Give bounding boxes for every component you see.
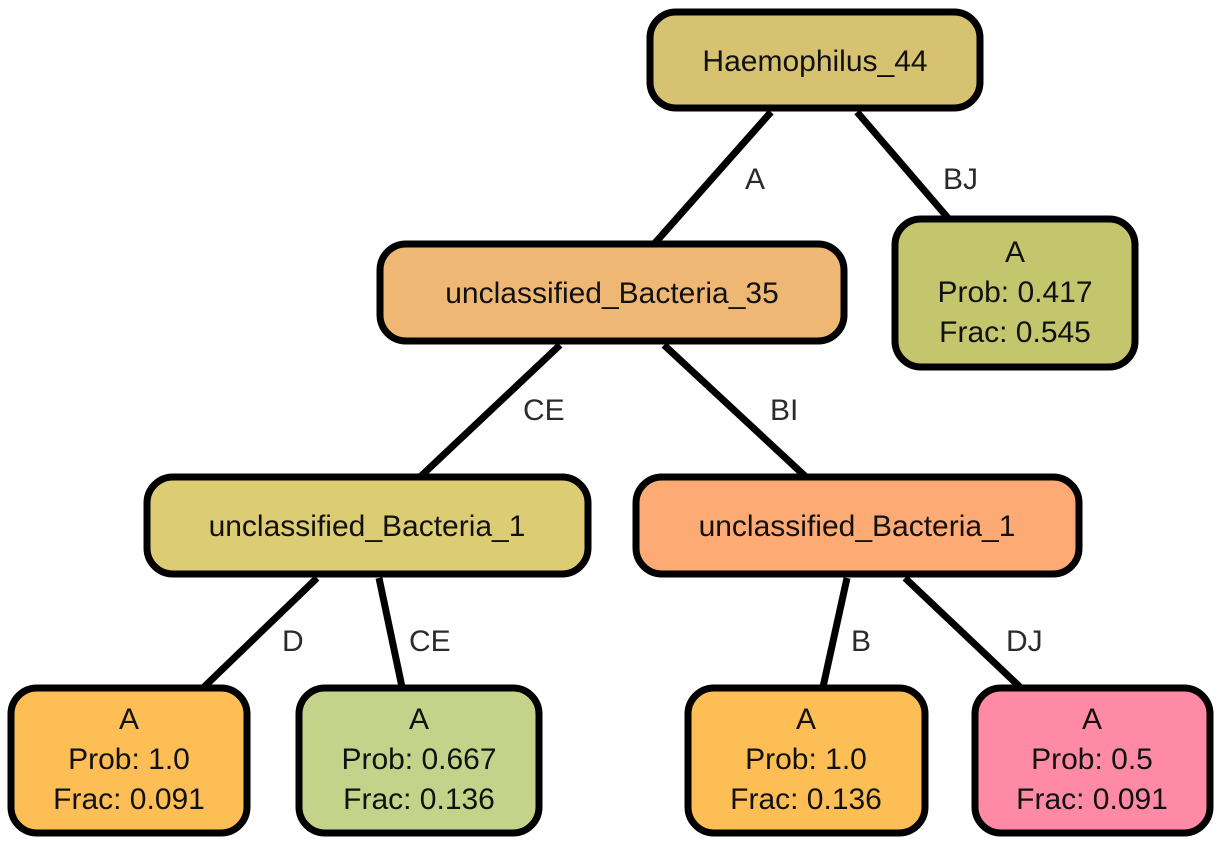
leaf-frac: Frac: 0.545	[939, 316, 1091, 349]
leaf-box	[7, 684, 251, 837]
leaf-prob: Prob: 0.667	[341, 743, 496, 776]
edge-n1b-to-leaf-b	[819, 577, 851, 688]
node-label: unclassified_Bacteria_35	[445, 277, 779, 310]
edges	[201, 109, 1023, 690]
node-root: Haemophilus_44	[646, 8, 984, 112]
node-label: unclassified_Bacteria_1	[209, 510, 526, 543]
leaf-node-dj: A Prob: 0.5 Frac: 0.091	[971, 684, 1214, 837]
leaf-prob: Prob: 0.417	[937, 276, 1092, 309]
node-box	[143, 473, 592, 578]
edge-label-dj: DJ	[1006, 625, 1043, 658]
edge-labels: A BJ CE BI D CE B DJ	[282, 163, 1043, 658]
leaf-class: A	[409, 703, 429, 736]
node-box	[376, 240, 848, 345]
leaf-box	[684, 684, 929, 837]
edge-label-b: B	[851, 625, 871, 658]
node-unclassified-bacteria-35: unclassified_Bacteria_35	[376, 240, 848, 345]
leaf-box	[971, 684, 1214, 837]
edge-n1a-to-leaf-d	[201, 575, 320, 690]
leaf-frac: Frac: 0.136	[343, 783, 495, 816]
leaf-node-bj: A Prob: 0.417 Frac: 0.545	[891, 215, 1139, 371]
edge-n1a-to-leaf-ce	[375, 577, 406, 688]
leaf-class: A	[796, 703, 816, 736]
node-label: Haemophilus_44	[702, 45, 927, 78]
leaf-class: A	[1082, 703, 1102, 736]
edge-root-to-n35	[652, 109, 774, 246]
node-unclassified-bacteria-1-right: unclassified_Bacteria_1	[632, 473, 1083, 578]
edge-root-to-leaf-bj	[854, 109, 951, 221]
leaf-frac: Frac: 0.091	[1016, 783, 1168, 816]
edge-label-d: D	[282, 625, 304, 658]
leaf-prob: Prob: 1.0	[68, 743, 190, 776]
leaf-frac: Frac: 0.091	[53, 783, 205, 816]
edge-label-ce: CE	[523, 394, 565, 427]
leaf-class: A	[1005, 236, 1025, 269]
node-label: unclassified_Bacteria_1	[699, 510, 1016, 543]
edge-label-bi: BI	[770, 394, 798, 427]
leaf-box	[891, 215, 1139, 371]
node-box	[646, 8, 984, 112]
leaf-box	[295, 684, 543, 837]
leaf-prob: Prob: 1.0	[745, 743, 867, 776]
edge-label-a: A	[745, 163, 765, 196]
leaf-node-b: A Prob: 1.0 Frac: 0.136	[684, 684, 929, 837]
edge-label-ce-2: CE	[409, 625, 451, 658]
edge-n1b-to-leaf-dj	[902, 575, 1023, 690]
edge-n35-to-n1b	[661, 342, 809, 480]
leaf-node-d: A Prob: 1.0 Frac: 0.091	[7, 684, 251, 837]
leaf-frac: Frac: 0.136	[730, 783, 882, 816]
leaf-node-ce: A Prob: 0.667 Frac: 0.136	[295, 684, 543, 837]
edge-label-bj: BJ	[943, 163, 978, 196]
edge-n35-to-n1a	[417, 342, 563, 480]
node-box	[632, 473, 1083, 578]
leaf-class: A	[119, 703, 139, 736]
node-unclassified-bacteria-1-left: unclassified_Bacteria_1	[143, 473, 592, 578]
leaf-prob: Prob: 0.5	[1031, 743, 1153, 776]
